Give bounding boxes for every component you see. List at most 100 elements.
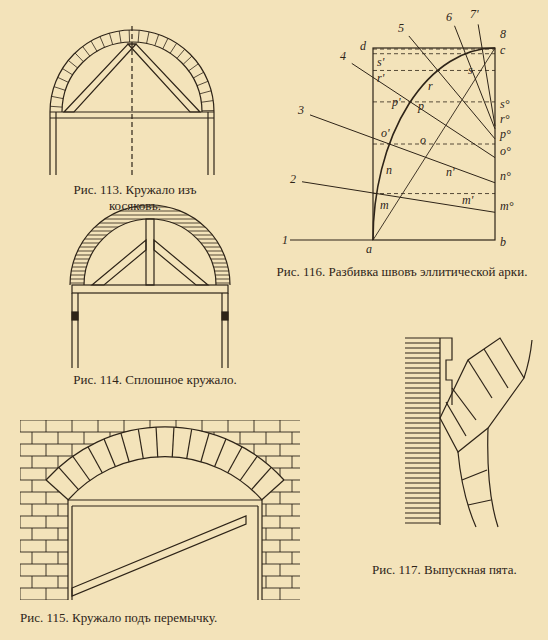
stroke [150,444,151,456]
stroke [98,588,99,600]
stroke [214,432,215,444]
stroke [136,456,137,468]
stroke [310,115,495,183]
point-label: s [468,64,473,76]
stroke [405,382,440,383]
stroke [405,507,440,508]
point-label: 8 [500,28,506,40]
stroke [119,31,121,43]
stroke [58,456,59,468]
point-label: c [500,44,505,56]
stroke [66,255,234,256]
stroke [188,432,189,444]
stroke [84,480,85,492]
springer-117 [405,338,532,527]
stroke [228,588,229,600]
stroke [150,492,151,504]
stroke [373,70,495,71]
stroke [66,275,234,276]
stroke [176,444,177,456]
stroke [266,552,267,564]
stroke [162,456,163,468]
stroke [20,468,300,469]
stroke [58,432,59,444]
point-label: r' [377,72,384,84]
point-label: o [420,134,426,146]
stroke [150,540,151,552]
stroke [84,456,85,468]
stroke [88,447,102,473]
stroke [20,420,300,421]
stroke [405,402,440,403]
stroke [302,182,495,213]
stroke [183,56,192,64]
point-label: n° [500,170,511,182]
stroke [83,47,90,57]
stroke [98,444,99,456]
point-label: o' [381,127,390,139]
stroke [66,271,234,272]
stroke [214,480,215,492]
stroke [32,528,33,540]
stroke [104,439,115,467]
stroke [405,457,440,458]
stroke [98,468,99,480]
stroke [66,247,234,248]
stroke [292,600,293,612]
stroke [202,564,203,576]
stroke [136,576,137,588]
stroke [124,492,125,504]
stroke [202,420,203,432]
stroke [124,588,125,600]
stroke [266,504,267,516]
stroke [46,588,47,600]
stroke [176,516,177,528]
point-label: n [386,164,392,176]
stroke [280,420,281,432]
stroke [202,492,203,504]
stroke [98,492,99,504]
point-label: o° [500,145,511,157]
stroke [478,24,495,126]
stroke [136,432,137,444]
stroke [75,53,83,62]
stroke [147,32,149,44]
stroke [66,251,234,252]
stroke [292,528,293,540]
stroke [266,432,267,444]
stroke [405,472,440,473]
figure-caption: Рис. 114. Сплошное кружало. [60,372,250,388]
stroke [405,437,440,438]
stroke [124,516,125,528]
stroke [266,480,267,492]
stroke [280,492,281,504]
stroke [84,432,85,444]
stroke [20,516,21,528]
stroke [20,444,300,445]
stroke [20,468,21,480]
stroke [228,564,229,576]
stroke [109,33,112,45]
stroke [177,49,185,58]
stroke [202,468,203,480]
stroke [201,101,213,103]
point-label: 5 [398,22,404,34]
stroke [193,72,203,78]
stroke [373,193,495,194]
stroke [110,432,111,444]
stroke [292,552,293,564]
stroke [405,447,440,448]
stroke [110,576,111,588]
point-label: p° [500,128,511,140]
stroke [188,528,189,540]
stroke [91,41,97,51]
stroke [20,480,300,481]
stroke [254,540,255,552]
stroke [405,342,440,343]
stroke [66,235,234,236]
stroke [46,492,47,504]
stroke [58,504,59,516]
point-label: m [380,199,389,211]
stroke [405,367,440,368]
